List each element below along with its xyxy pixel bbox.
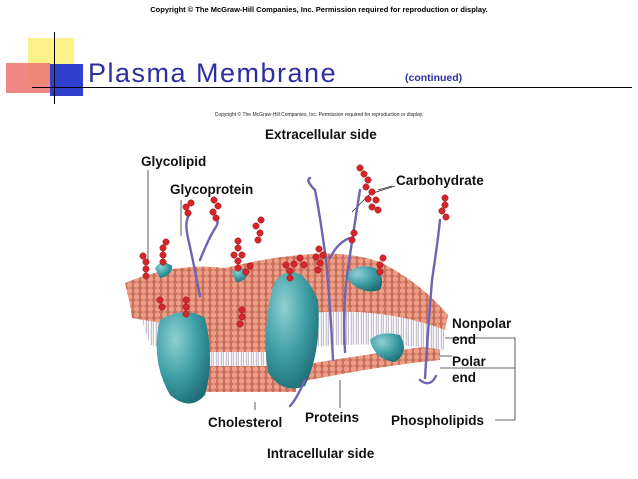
copyright-notice: Copyright © The McGraw-Hill Companies, I… xyxy=(150,5,488,14)
decor-vertical-line xyxy=(54,32,55,104)
label-intracellular-side: Intracellular side xyxy=(267,446,375,461)
label-nonpolar: Nonpolar xyxy=(452,316,512,331)
label-phospholipids: Phospholipids xyxy=(391,413,484,428)
label-carbohydrate: Carbohydrate xyxy=(396,173,484,188)
decor-blue-square xyxy=(50,64,83,96)
decor-red-square xyxy=(6,63,50,93)
label-proteins: Proteins xyxy=(305,410,360,425)
carbohydrate-beads xyxy=(139,164,450,328)
label-polar-end: end xyxy=(452,370,477,385)
label-glycoprotein: Glycoprotein xyxy=(170,182,254,197)
label-glycolipid: Glycolipid xyxy=(141,154,207,169)
title-rule xyxy=(32,87,632,88)
membrane-proteins xyxy=(155,262,404,404)
figure-copyright: Copyright © The McGraw-Hill Companies, I… xyxy=(214,112,424,118)
slide-title: Plasma Membrane xyxy=(88,58,338,88)
label-polar: Polar xyxy=(452,354,486,369)
slide-subtitle: (continued) xyxy=(405,72,463,84)
label-nonpolar-end: end xyxy=(452,332,477,347)
label-extracellular-side: Extracellular side xyxy=(265,127,377,142)
carbohydrate-chains xyxy=(185,176,442,408)
label-cholesterol: Cholesterol xyxy=(208,415,283,430)
